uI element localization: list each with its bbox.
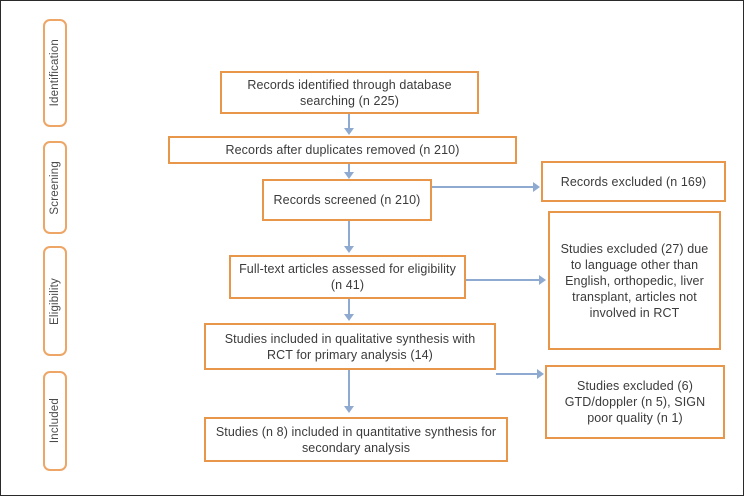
box-studies-excluded-quality: Studies excluded (6) GTD/doppler (n 5), … — [545, 365, 725, 439]
box-records-excluded: Records excluded (n 169) — [541, 161, 726, 202]
box-quantitative-synthesis-text: Studies (n 8) included in quantitative s… — [215, 424, 497, 455]
box-records-identified: Records identified through database sear… — [220, 71, 479, 114]
connector-screened-to-fulltext — [348, 221, 350, 247]
connector-fulltext-to-qualitative — [348, 299, 350, 315]
connector-duplicates-to-screened — [348, 164, 350, 173]
stage-label-eligibility-text: Eligibility — [49, 277, 61, 325]
connector-fulltext-to-studies-excluded-language — [466, 279, 540, 281]
connector-qualitative-to-studies-excluded-quality — [496, 373, 538, 375]
box-qualitative-synthesis: Studies included in qualitative synthesi… — [204, 323, 496, 370]
box-records-after-duplicates: Records after duplicates removed (n 210) — [168, 136, 517, 164]
box-fulltext-assessed: Full-text articles assessed for eligibil… — [229, 255, 466, 299]
arrowhead-fulltext-to-qualitative — [344, 314, 354, 321]
box-fulltext-assessed-text: Full-text articles assessed for eligibil… — [239, 262, 456, 292]
arrowhead-identified-to-duplicates — [344, 128, 354, 135]
arrowhead-duplicates-to-screened — [344, 172, 354, 179]
box-records-identified-text: Records identified through database sear… — [247, 77, 452, 108]
stage-label-identification: Identification — [43, 19, 67, 127]
arrowhead-qualitative-to-studies-excluded-quality — [537, 369, 544, 379]
stage-label-included-text: Included — [49, 398, 61, 444]
box-records-screened: Records screened (n 210) — [262, 179, 432, 221]
stage-label-included: Included — [43, 371, 67, 471]
box-qualitative-synthesis-text: Studies included in qualitative synthesi… — [224, 331, 476, 362]
stage-label-screening-text: Screening — [49, 160, 61, 215]
box-records-after-duplicates-text: Records after duplicates removed (n 210) — [225, 143, 460, 157]
arrowhead-screened-to-fulltext — [344, 246, 354, 253]
box-records-screened-text: Records screened (n 210) — [273, 193, 421, 207]
connector-qualitative-to-quantitative — [348, 370, 350, 407]
stage-label-screening: Screening — [43, 141, 67, 234]
arrowhead-fulltext-to-studies-excluded-language — [539, 275, 546, 285]
arrowhead-qualitative-to-quantitative — [344, 406, 354, 413]
box-records-excluded-text: Records excluded (n 169) — [560, 174, 707, 189]
box-quantitative-synthesis: Studies (n 8) included in quantitative s… — [204, 417, 508, 462]
stage-label-eligibility: Eligibility — [43, 246, 67, 356]
stage-label-identification-text: Identification — [49, 39, 61, 107]
arrowhead-screened-to-records-excluded — [533, 182, 540, 192]
connector-identified-to-duplicates — [348, 114, 350, 129]
box-studies-excluded-language: Studies excluded (27) due to language ot… — [548, 211, 721, 350]
connector-screened-to-records-excluded — [432, 186, 534, 188]
box-studies-excluded-quality-text: Studies excluded (6) GTD/doppler (n 5), … — [564, 379, 706, 425]
box-studies-excluded-language-text: Studies excluded (27) due to language ot… — [560, 241, 709, 320]
